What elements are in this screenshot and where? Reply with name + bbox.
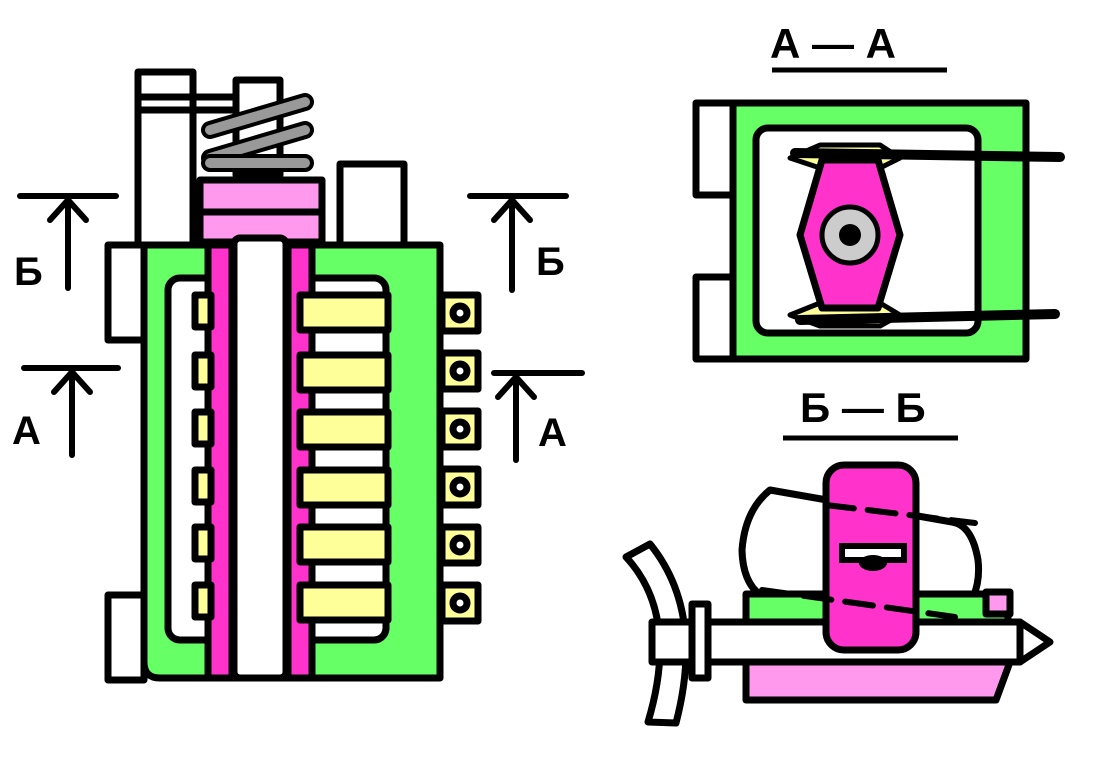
- title-section-bb: Б — Б: [800, 384, 926, 431]
- bb-base-pink: [742, 658, 1014, 704]
- bb-small-post: [982, 588, 1014, 618]
- bb-lever: [622, 540, 690, 727]
- aa-flange-top: [692, 99, 738, 199]
- bb-axle-tip: [1016, 618, 1054, 666]
- label-a-right: А: [538, 411, 567, 455]
- spring: [201, 93, 314, 172]
- bb-details: [759, 502, 978, 620]
- left-contacts: [191, 291, 215, 621]
- right-post: [336, 160, 408, 251]
- label-a-left: А: [12, 409, 41, 453]
- top-cap: [196, 176, 326, 216]
- title-section-aa: А — А: [770, 20, 896, 67]
- aa-leads: [790, 148, 1065, 325]
- bb-collar: [688, 600, 712, 682]
- terminals: [438, 291, 482, 625]
- main-shaft: [230, 234, 290, 682]
- right-contacts: [296, 291, 392, 624]
- bb-slot-dot: [859, 555, 887, 571]
- section-markers: [17, 193, 585, 463]
- front-view: [104, 68, 482, 684]
- label-b-left: Б: [14, 250, 43, 294]
- upper-flange: [104, 241, 148, 344]
- aa-shaft-core: [839, 224, 861, 246]
- lower-flange: [104, 591, 148, 684]
- label-b-right: Б: [536, 240, 565, 284]
- aa-flange-bottom: [692, 273, 738, 363]
